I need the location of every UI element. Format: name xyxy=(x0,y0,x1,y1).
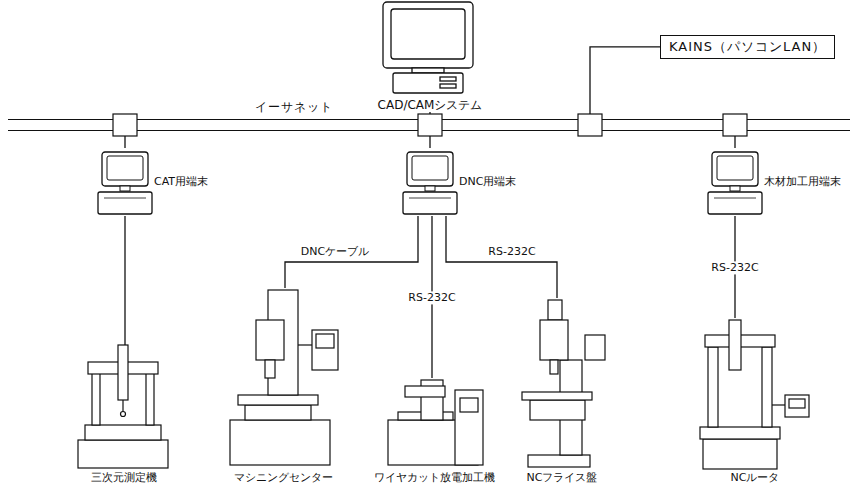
ethernet-bus: イーサネット xyxy=(8,119,850,131)
node-label: NCフライス盤 xyxy=(527,471,598,484)
cable-line xyxy=(734,131,735,148)
junction-box xyxy=(723,114,747,136)
terminal: CAT用端末 xyxy=(98,148,208,216)
cable-line xyxy=(124,131,125,148)
wire-edm-machine xyxy=(388,380,483,465)
node-label: マシニングセンター xyxy=(234,471,333,484)
node-label: ワイヤカット放電加工機 xyxy=(374,471,495,484)
cable-label: RS-232C xyxy=(709,261,760,274)
junction-box xyxy=(418,114,442,136)
terminal-icon xyxy=(403,152,457,214)
cable-label: RS-232C xyxy=(486,245,537,258)
cable-line xyxy=(285,216,418,288)
cable-line xyxy=(124,216,125,345)
node-label: DNC用端末 xyxy=(459,175,516,188)
junction-box xyxy=(578,114,602,136)
cable-line xyxy=(446,216,557,298)
bus-label: イーサネット xyxy=(253,100,335,114)
cable-label: DNCケーブル xyxy=(299,245,371,258)
cable-line xyxy=(429,131,430,148)
terminal-icon xyxy=(708,152,762,214)
node-label: KAINS（パソコンLAN） xyxy=(669,39,826,55)
cable-line xyxy=(590,47,660,119)
terminal-icon xyxy=(98,152,152,214)
junction-box xyxy=(113,114,137,136)
machine: ワイヤカット放電加工機 xyxy=(370,378,498,484)
machine: 三次元測定機 xyxy=(68,345,180,484)
node-label: NCルータ xyxy=(731,471,780,484)
node-label: CAD/CAMシステム xyxy=(378,98,483,112)
machining-center xyxy=(230,290,338,465)
cad-cam-computer: CAD/CAMシステム xyxy=(360,2,500,112)
node-label: CAT用端末 xyxy=(154,175,208,188)
terminal: 木材加工用端末 xyxy=(708,148,841,216)
terminal: DNC用端末 xyxy=(403,148,516,216)
cmm-machine xyxy=(78,345,168,468)
machine: マシニングセンター xyxy=(222,288,344,484)
machine: NCフライス盤 xyxy=(510,298,614,484)
node-label: 木材加工用端末 xyxy=(764,175,841,188)
lan-box: KAINS（パソコンLAN） xyxy=(660,35,835,59)
cad-computer xyxy=(383,2,473,93)
machine: NCルータ xyxy=(690,318,820,484)
cable-line xyxy=(429,112,430,119)
cable-label: RS-232C xyxy=(406,291,457,304)
nc-milling-machine xyxy=(522,300,605,467)
nc-router xyxy=(700,320,809,469)
node-label: 三次元測定機 xyxy=(91,471,157,484)
